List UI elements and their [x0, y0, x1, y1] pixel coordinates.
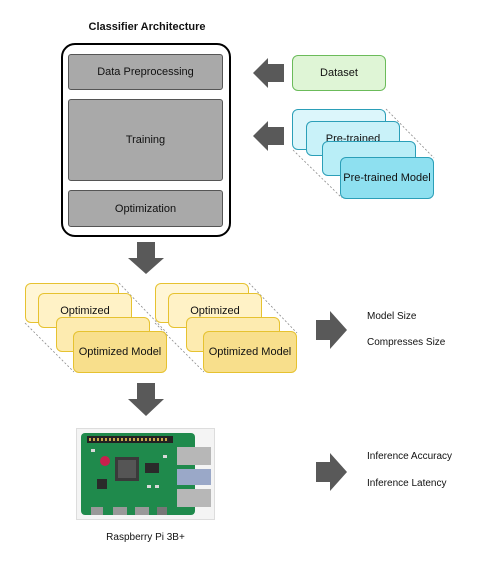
- optimized-left-model-card[interactable]: Optimized Model: [73, 331, 167, 373]
- metric-inference-latency: Inference Latency: [367, 478, 447, 489]
- metric-inference-accuracy: Inference Accuracy: [367, 451, 453, 462]
- metric-model-size: Model Size: [367, 311, 417, 322]
- stage-optimization[interactable]: Optimization: [68, 190, 223, 227]
- optimized-right-model-card[interactable]: Optimized Model: [203, 331, 297, 373]
- pretrained-model-card[interactable]: Pre-trained Model: [340, 157, 434, 199]
- arrow-metrics-inference-icon: [316, 453, 347, 491]
- architecture-title: Classifier Architecture: [88, 21, 206, 33]
- arrow-dataset-icon: [253, 58, 284, 88]
- raspberry-pi-board-icon: [81, 433, 211, 515]
- dataset-box[interactable]: Dataset: [292, 55, 386, 91]
- arrow-down-1-icon: [128, 242, 164, 274]
- arrow-metrics-size-icon: [316, 311, 347, 349]
- device-caption: Raspberry Pi 3B+: [106, 532, 185, 543]
- stage-training[interactable]: Training: [68, 99, 223, 181]
- stage-data-preprocessing[interactable]: Data Preprocessing: [68, 54, 223, 90]
- arrow-down-2-icon: [128, 383, 164, 416]
- arrow-pretrained-icon: [253, 121, 284, 151]
- metric-compressed-size: Compresses Size: [367, 337, 446, 348]
- raspberry-pi-board-image: [76, 428, 215, 520]
